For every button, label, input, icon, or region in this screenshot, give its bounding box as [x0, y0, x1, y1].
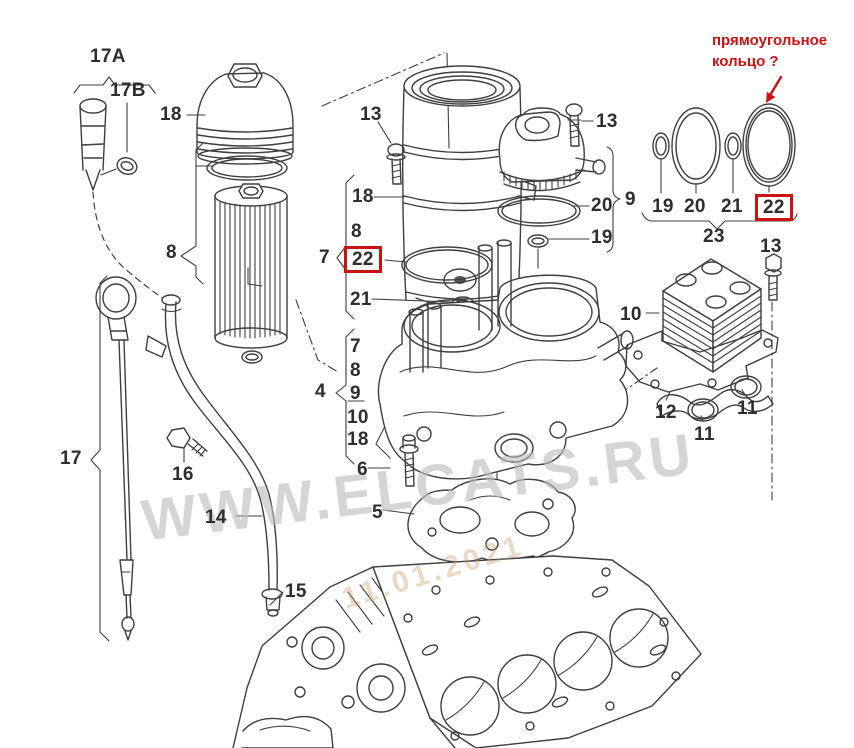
part-label-11-23: 11 [694, 424, 715, 445]
tube-bolt-16 [166, 427, 208, 457]
head-gasket [372, 555, 702, 748]
oil-filter-element [214, 183, 288, 364]
part-label-18-29: 18 [347, 429, 369, 450]
oil-filter-housing [401, 65, 537, 321]
part-label-15-35: 15 [285, 581, 307, 602]
part-label-6-30: 6 [357, 459, 368, 480]
part-label-19-14: 19 [652, 196, 674, 217]
part-label-22-17: 22 [755, 194, 793, 221]
part-label-18-5: 18 [352, 186, 374, 207]
leader-15 [269, 591, 284, 606]
seal-ring-19 [527, 234, 549, 248]
part-label-10-19: 10 [620, 304, 642, 325]
part-label-18-2: 18 [160, 104, 182, 125]
bracket-8 [180, 142, 204, 285]
annotation-arrow [766, 75, 783, 103]
part-label-10-28: 10 [347, 407, 369, 428]
annotation: прямоугольное кольцо ? [712, 30, 827, 72]
leader-5 [382, 509, 415, 515]
dipstick-plug-seal [116, 157, 138, 175]
bracket-9 [606, 146, 621, 253]
bracket-4 [335, 328, 355, 465]
seal-ring-20 [497, 195, 581, 227]
part-label-21-8: 21 [350, 289, 372, 310]
bracket-17A [73, 76, 156, 94]
annotation-line2: кольцо ? [712, 53, 779, 70]
part-label-22-7: 22 [344, 246, 382, 273]
part-label-19-12: 19 [591, 227, 613, 248]
filter-bracket-assembly [375, 239, 634, 480]
bypass-cover [498, 107, 606, 192]
part-label-21-16: 21 [721, 196, 743, 217]
gasket-plate-5 [407, 478, 576, 563]
bolt-13-cover [565, 103, 583, 147]
part-label-17B-1: 17B [110, 80, 146, 101]
part-label-9-27: 9 [350, 383, 361, 404]
bolt-13-cooler [764, 253, 782, 301]
part-label-17-32: 17 [60, 448, 82, 469]
part-label-20-11: 20 [591, 195, 613, 216]
part-label-8-3: 8 [166, 242, 177, 263]
seal-ring-set-right [652, 103, 796, 194]
bolt-13-housing [386, 143, 406, 185]
part-label-9-13: 9 [625, 189, 636, 210]
dipstick-guide-tube [145, 294, 283, 617]
part-label-7-9: 7 [319, 247, 330, 268]
part-label-13-10: 13 [596, 111, 618, 132]
part-label-20-15: 20 [684, 196, 706, 217]
part-label-13-20: 13 [760, 236, 782, 257]
part-label-17A-0: 17A [90, 46, 126, 67]
oil-filter-cap [186, 63, 294, 165]
oil-cooler [625, 258, 779, 393]
leader-13-housing [377, 121, 392, 144]
bolt-6 [399, 434, 419, 487]
bracket-7 [336, 174, 355, 320]
part-label-12-21: 12 [655, 402, 677, 423]
part-label-16-33: 16 [172, 464, 194, 485]
o-ring-11-right [730, 375, 762, 399]
part-label-8-6: 8 [351, 221, 362, 242]
annotation-line1: прямоугольное [712, 32, 828, 49]
plug-seal-link [100, 168, 117, 176]
bracket-17 [90, 275, 110, 642]
gasket-leader-ticks [665, 389, 747, 422]
cooler-gasket-12 [656, 388, 774, 420]
part-label-4-24: 4 [315, 381, 326, 402]
cap-seal-ring [206, 155, 288, 181]
dipstick-plug [79, 98, 107, 191]
bracket-23 [641, 212, 798, 230]
leader-22-center [384, 259, 407, 263]
part-label-5-31: 5 [372, 502, 383, 523]
part-label-14-34: 14 [205, 507, 227, 528]
part-label-7-25: 7 [350, 336, 361, 357]
part-label-11-22: 11 [737, 398, 758, 419]
part-label-8-26: 8 [350, 360, 361, 381]
part-label-23-18: 23 [703, 226, 725, 247]
dipstick [95, 276, 137, 641]
part-label-13-4: 13 [360, 104, 382, 125]
